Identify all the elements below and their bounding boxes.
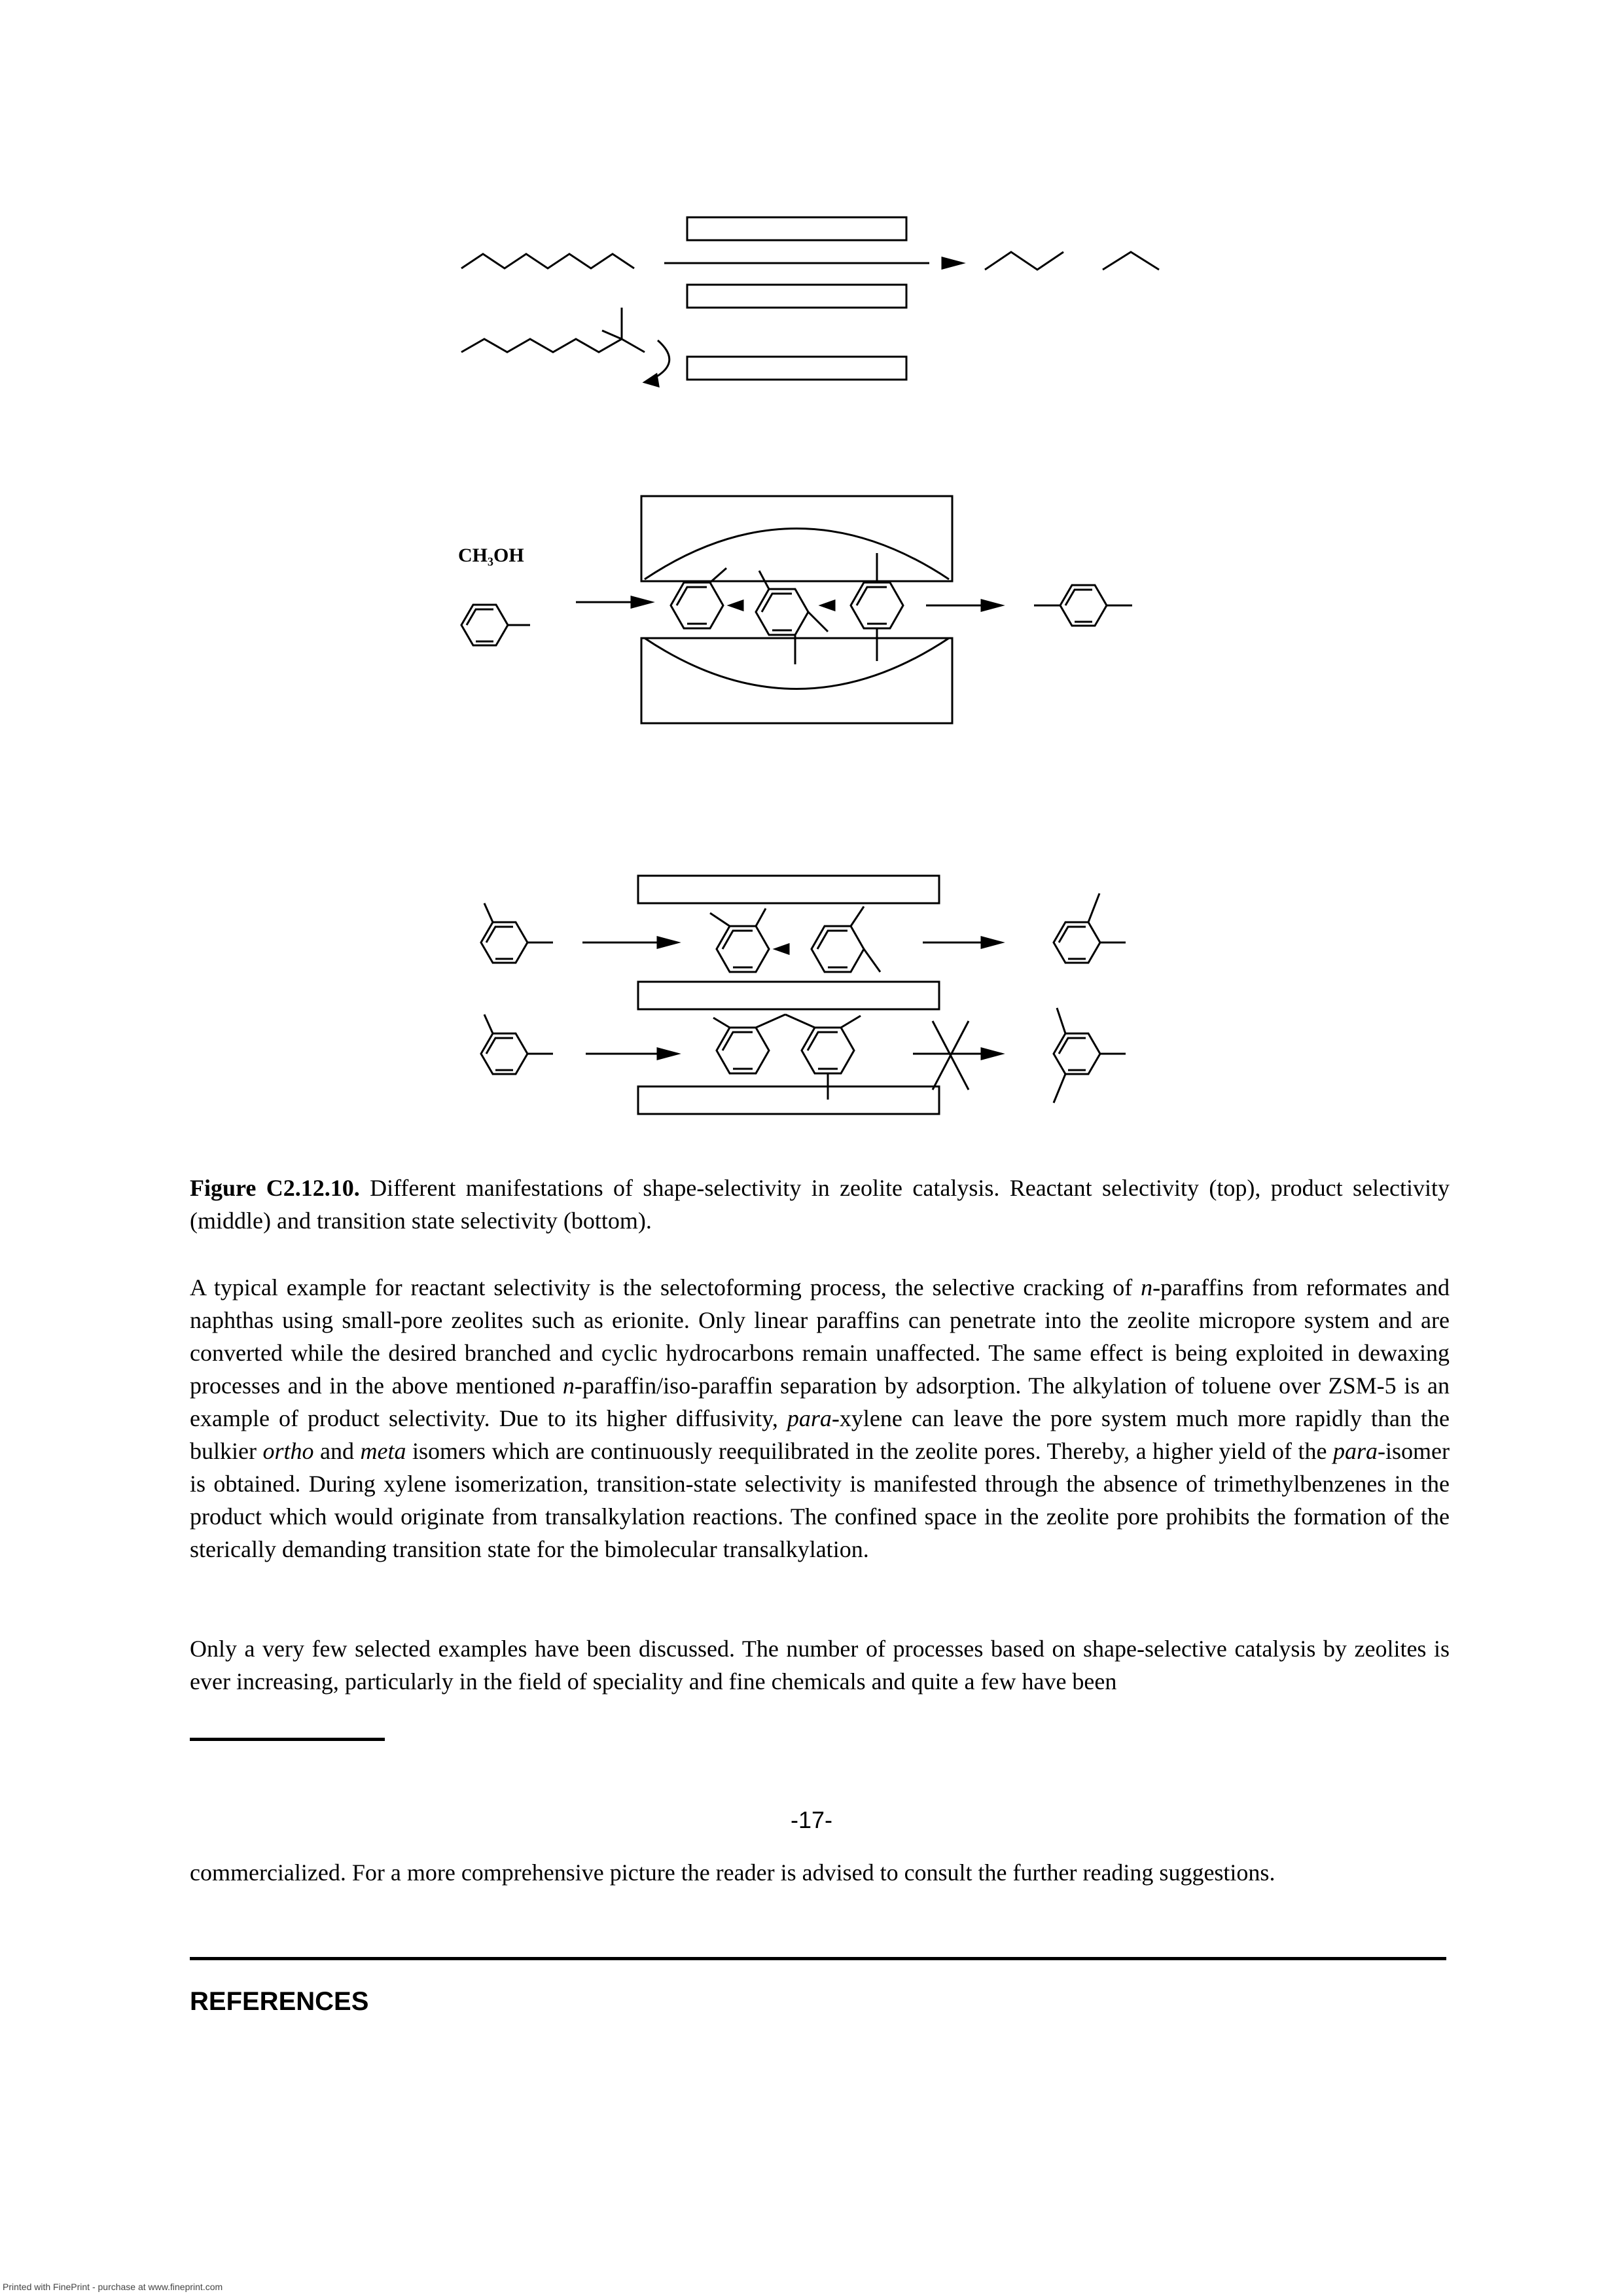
trimethylbenzene-not-formed (1054, 1008, 1126, 1103)
page-number: -17- (790, 1806, 833, 1833)
xylene-in-pore-a (710, 908, 769, 972)
product-selectivity-panel (461, 496, 1132, 723)
toluene-in-pore (671, 568, 726, 628)
arrow-head (942, 258, 962, 268)
transition-state-selectivity-panel (481, 876, 1126, 1114)
paragraph1-run: para (787, 1405, 832, 1431)
para-xylene-product (1034, 585, 1132, 626)
pore-curve-upper (645, 529, 949, 580)
rejection-curve (651, 340, 669, 380)
zeolite-wall-top (687, 217, 906, 240)
paragraph1-run: isomers which are continuously reequilib… (406, 1438, 1334, 1464)
paragraph-continuation: commercialized. For a more comprehensive… (190, 1859, 1275, 1886)
blocked-reaction-cross (913, 1021, 1001, 1090)
section-rule (190, 1957, 1446, 1960)
paragraph1-run: meta (360, 1438, 406, 1464)
xylene-feed-row1 (481, 903, 553, 963)
branched-methyl-2 (602, 331, 622, 339)
product-arrow-head-row1 (982, 937, 1001, 948)
paragraph1-run: -paraffins from reformates and naphthas … (190, 1274, 1450, 1399)
cracked-product-2 (1103, 252, 1159, 270)
equilibrium-arrow-2 (821, 601, 834, 610)
paragraph-processes: Only a very few selected examples have b… (190, 1636, 1450, 1695)
paragraph1-run: n (1141, 1274, 1153, 1300)
pore-wall-bottom (638, 1086, 939, 1114)
figure-caption-label: Figure C2.12.10. (190, 1175, 360, 1201)
shape-selectivity-figure (0, 0, 1623, 1152)
xylene-in-pore-b (812, 906, 880, 972)
pore-wall-top (638, 876, 939, 903)
figure-caption: Figure C2.12.10. Different manifestation… (190, 1172, 1450, 1237)
ortho-xylene-in-pore (756, 571, 828, 664)
cracked-product-1 (985, 252, 1063, 270)
xylene-feed-row2 (481, 1014, 553, 1074)
zeolite-cage-upper (641, 496, 952, 581)
pore-curve-lower (645, 638, 949, 689)
feed-arrow-head-row2 (658, 1049, 677, 1059)
zeolite-wall-bottom (687, 357, 906, 380)
paragraph1-run: -paraffin/iso-paraffin separation by ads… (190, 1372, 1450, 1431)
paragraph1-run: ortho (262, 1438, 314, 1464)
paragraph1-run: -isomer is obtained. During xylene isome… (190, 1438, 1450, 1562)
references-heading: REFERENCES (190, 1987, 369, 2016)
reactant-selectivity-panel (461, 217, 1159, 386)
figure-caption-text: Different manifestations of shape-select… (190, 1175, 1450, 1234)
product-arrow-head (982, 600, 1001, 611)
feed-arrow-head (632, 597, 651, 607)
zeolite-wall-middle (687, 285, 906, 308)
para-xylene-in-pore (851, 553, 903, 661)
paragraph1-run: n (562, 1372, 575, 1399)
paragraph1-run: para (1333, 1438, 1378, 1464)
paragraph1-run: and (313, 1438, 361, 1464)
equilibrium-arrow-row1 (776, 944, 789, 954)
toluene-reactant (461, 605, 530, 645)
paragraph-reactant-selectivity: A typical example for reactant selectivi… (190, 1271, 1450, 1566)
footnote-rule (190, 1738, 385, 1741)
reagent-label: CH₃OH (458, 545, 524, 566)
equilibrium-arrow-1 (730, 601, 743, 610)
linear-paraffin-reactant (461, 254, 634, 268)
xylene-product-row1 (1054, 893, 1126, 963)
zeolite-cage-lower (641, 638, 952, 723)
paragraph1-run: A typical example for reactant selectivi… (190, 1274, 1141, 1300)
paragraph1-run: -xylene can leave the pore system much m… (190, 1405, 1450, 1464)
rejection-arrow-head (645, 374, 658, 386)
diaryl-transition-state (713, 1014, 861, 1100)
feed-arrow-head-row1 (658, 937, 677, 948)
pore-wall-middle (638, 982, 939, 1009)
printed-with-footer: Printed with FinePrint - purchase at www… (3, 2282, 223, 2292)
branched-paraffin-reactant (461, 339, 645, 352)
